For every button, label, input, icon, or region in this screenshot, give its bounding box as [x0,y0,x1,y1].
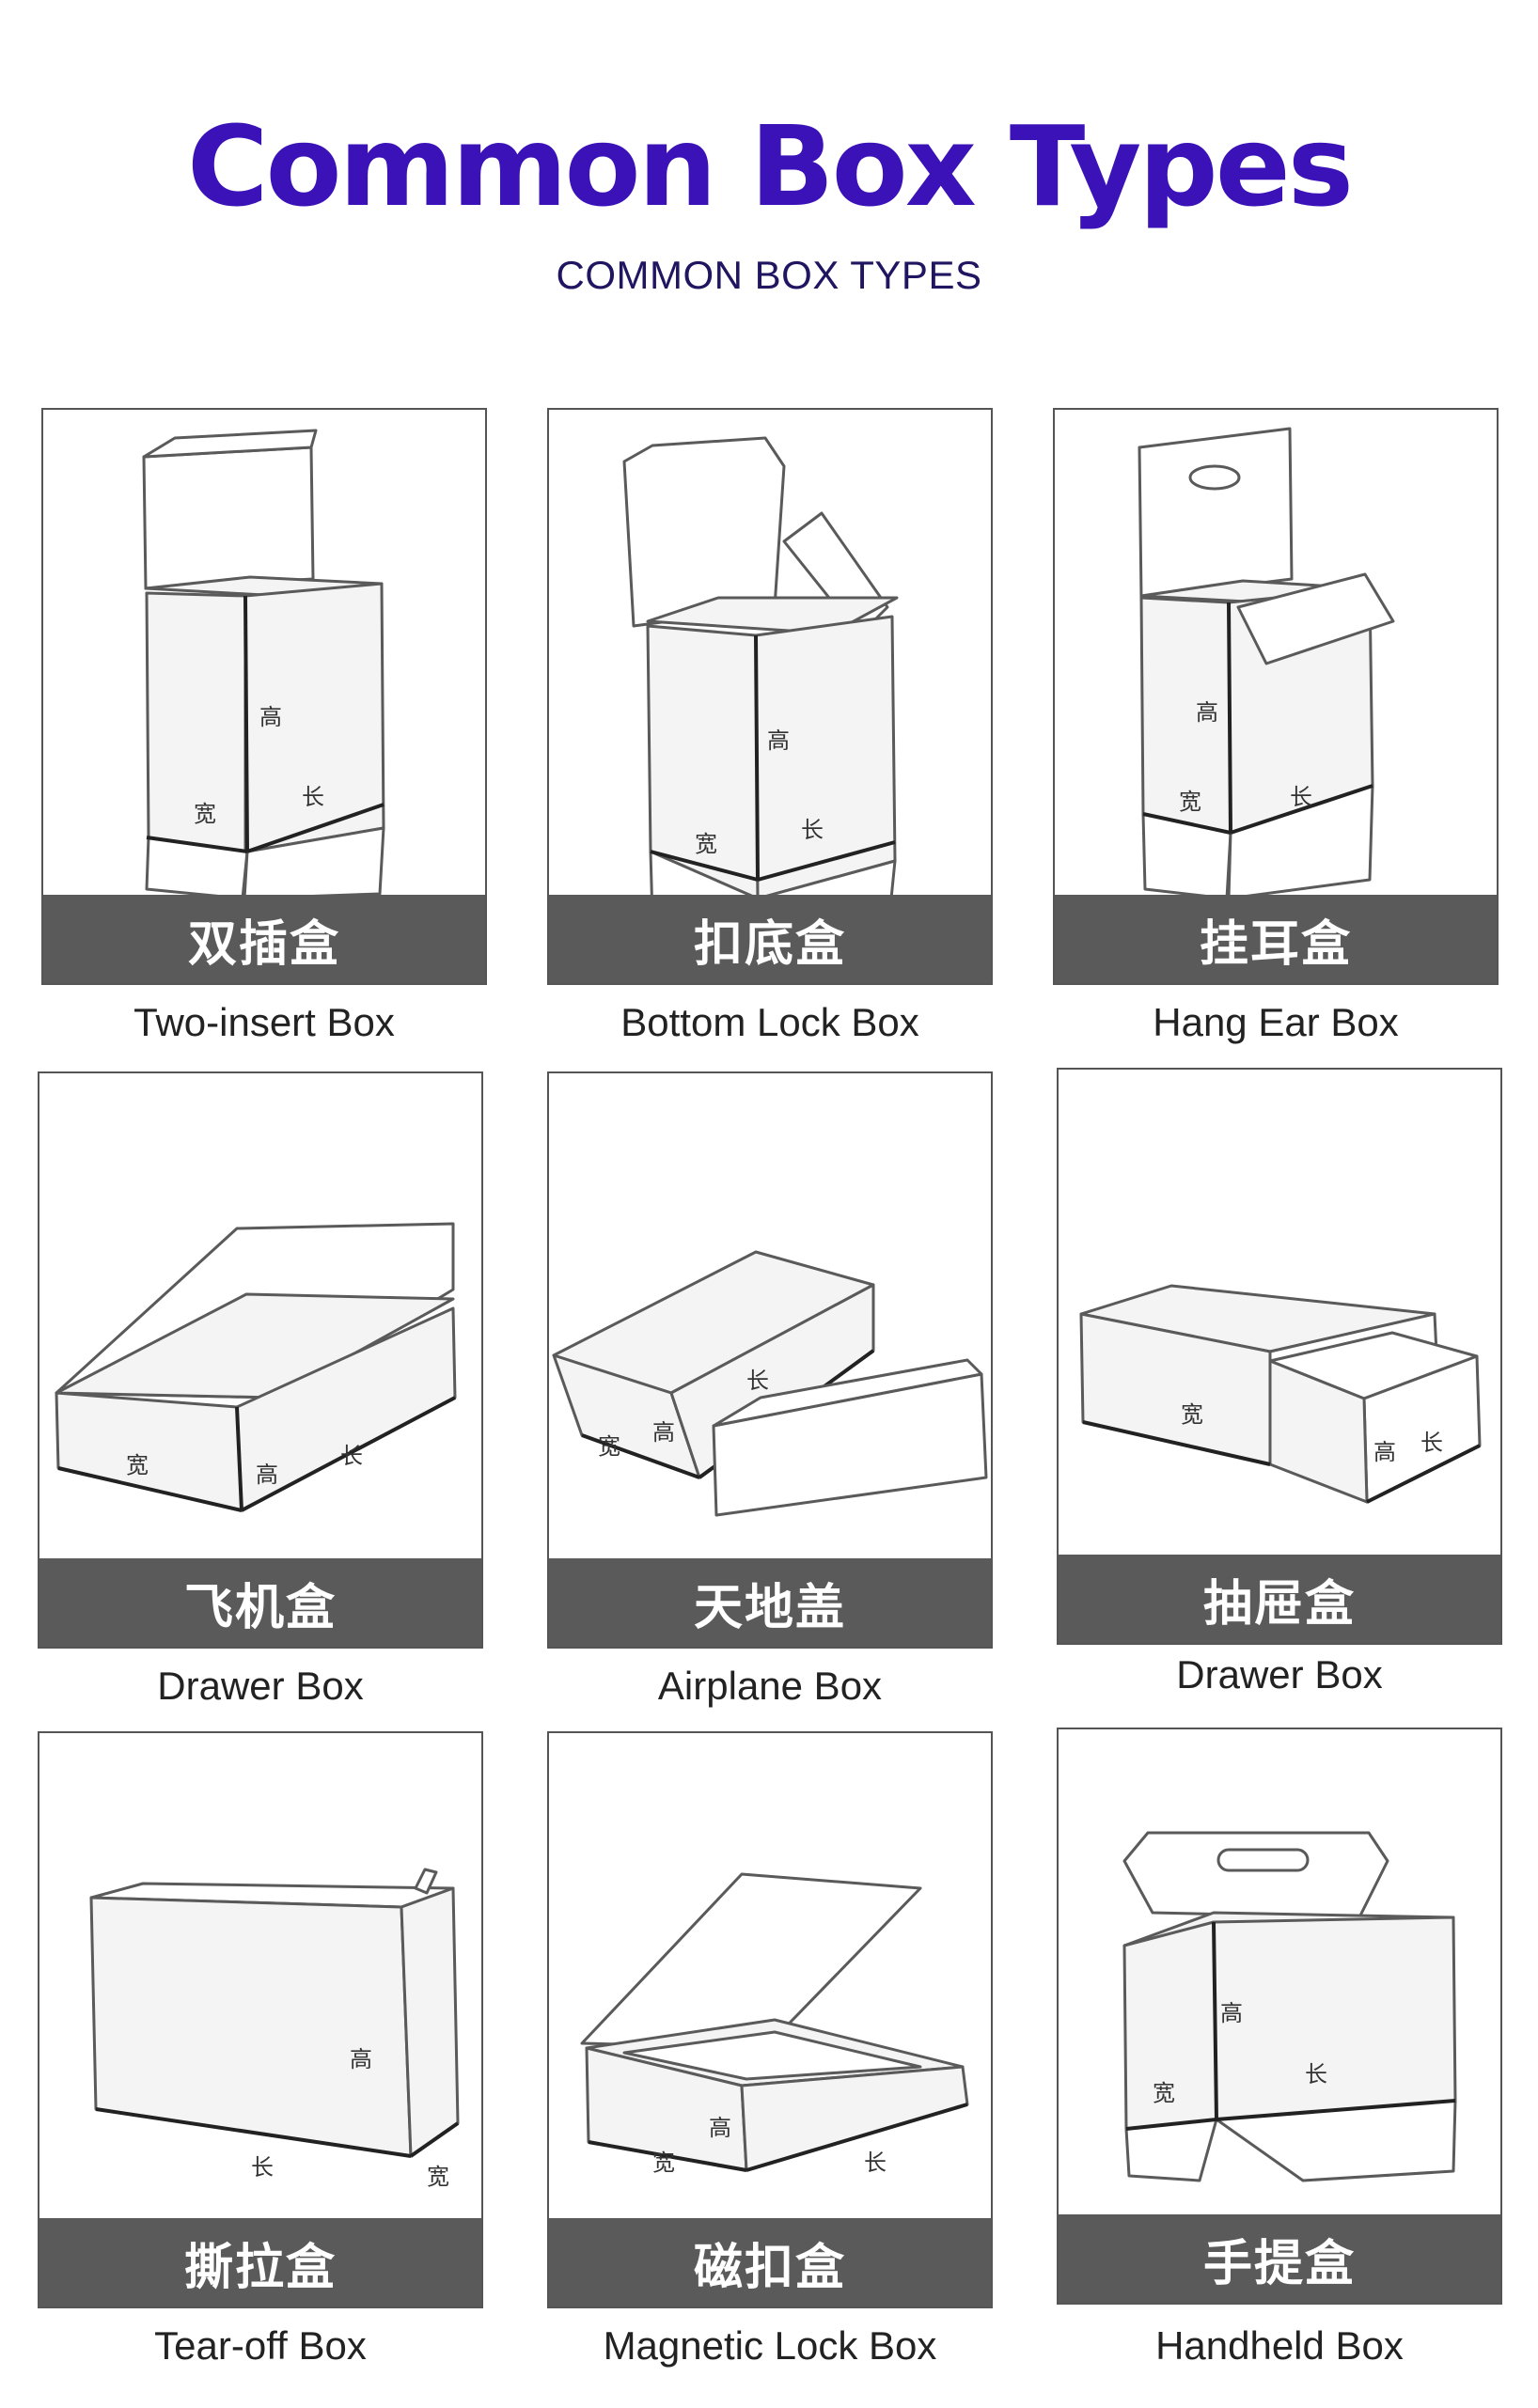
height-dimension-label: 高 [767,727,790,754]
box-card-frame: 宽 高 长 天地盖 [547,1071,993,1649]
box-card-label-band: 撕拉盒 [39,2218,481,2306]
airplane-box-icon: 宽 高 长 [39,1073,481,1558]
box-card-chinese-label: 手提盒 [1202,2235,1356,2292]
box-card-english-label: Hang Ear Box [1153,1000,1399,1044]
magnetic-lock-box-icon: 宽 高 长 [549,1733,991,2218]
height-dimension-label: 高 [256,1462,278,1488]
box-card-english-label: Airplane Box [657,1664,883,1708]
width-dimension-label: 宽 [194,801,216,827]
box-card-chinese-label: 飞机盒 [183,1579,337,1636]
width-dimension-label: 宽 [695,831,717,857]
length-dimension-label: 长 [1305,2061,1327,2087]
box-card-english-label: Drawer Box [157,1664,364,1708]
height-dimension-label: 高 [350,2046,372,2072]
box-card-label-band: 手提盒 [1059,2214,1500,2303]
length-dimension-label: 长 [864,2150,887,2176]
box-card-chinese-label: 扣底盒 [693,915,846,973]
two-insert-box-icon: 高 宽 长 [43,410,485,895]
length-dimension-label: 长 [801,817,824,843]
height-dimension-label: 高 [1220,2000,1243,2026]
box-card-english-label: Drawer Box [1176,1652,1383,1697]
page-subtitle: COMMON BOX TYPES [556,253,982,297]
box-card-label-band: 扣底盒 [549,895,991,983]
length-dimension-label: 长 [1420,1430,1443,1456]
height-dimension-label: 高 [1196,699,1218,726]
length-dimension-label: 长 [340,1443,363,1469]
box-card-english-label: Magnetic Lock Box [603,2323,937,2368]
width-dimension-label: 宽 [1179,789,1201,815]
box-card-label-band: 磁扣盒 [549,2218,991,2306]
width-dimension-label: 宽 [652,2150,675,2176]
box-card-frame: 高 宽 长 挂耳盒 [1053,408,1499,985]
box-card-frame: 高 宽 长 双插盒 [41,408,487,985]
length-dimension-label: 长 [746,1368,769,1394]
height-dimension-label: 高 [652,1419,675,1446]
box-card-chinese-label: 撕拉盒 [183,2239,337,2296]
page-header: Common Box Types COMMON BOX TYPES [0,0,1538,320]
length-dimension-label: 长 [251,2154,274,2181]
box-card-label-band: 挂耳盒 [1055,895,1497,983]
box-card-chinese-label: 天地盖 [693,1579,846,1636]
box-card-label-band: 抽屉盒 [1059,1555,1500,1643]
length-dimension-label: 长 [1290,784,1312,810]
box-card-chinese-label: 磁扣盒 [693,2239,846,2296]
width-dimension-label: 宽 [598,1433,620,1460]
width-dimension-label: 宽 [1181,1401,1203,1428]
box-card-frame: 宽 高 长 飞机盒 [38,1071,483,1649]
handheld-box-icon: 高 宽 长 [1059,1729,1500,2214]
box-card-chinese-label: 挂耳盒 [1199,915,1352,973]
box-card-label-band: 双插盒 [43,895,485,983]
height-dimension-label: 高 [259,704,282,730]
box-card-frame: 宽 高 长 抽屉盒 [1057,1068,1502,1645]
box-card-frame: 高 长 宽 撕拉盒 [38,1731,483,2308]
width-dimension-label: 宽 [427,2164,449,2190]
height-dimension-label: 高 [1373,1439,1396,1465]
lid-and-base-box-icon: 宽 高 长 [549,1073,991,1558]
page-title: Common Box Types [186,102,1354,231]
height-dimension-label: 高 [709,2115,731,2141]
box-card-label-band: 飞机盒 [39,1558,481,1647]
box-card-chinese-label: 抽屉盒 [1202,1575,1356,1633]
width-dimension-label: 宽 [1153,2080,1175,2106]
box-card-label-band: 天地盖 [549,1558,991,1647]
length-dimension-label: 长 [302,784,324,810]
box-card-frame: 宽 高 长 磁扣盒 [547,1731,993,2308]
drawer-box-icon: 宽 高 长 [1059,1070,1500,1555]
hang-ear-box-icon: 高 宽 长 [1055,410,1497,895]
box-card-frame: 高 宽 长 扣底盒 [547,408,993,985]
width-dimension-label: 宽 [126,1452,149,1478]
bottom-lock-box-icon: 高 宽 长 [549,410,991,895]
box-card-english-label: Bottom Lock Box [620,1000,919,1044]
box-card-english-label: Two-insert Box [133,1000,395,1044]
box-card-english-label: Tear-off Box [154,2323,367,2368]
box-card-frame: 高 宽 长 手提盒 [1057,1728,1502,2305]
box-card-chinese-label: 双插盒 [187,915,340,973]
tear-off-box-icon: 高 长 宽 [39,1733,481,2218]
box-card-english-label: Handheld Box [1155,2323,1404,2368]
